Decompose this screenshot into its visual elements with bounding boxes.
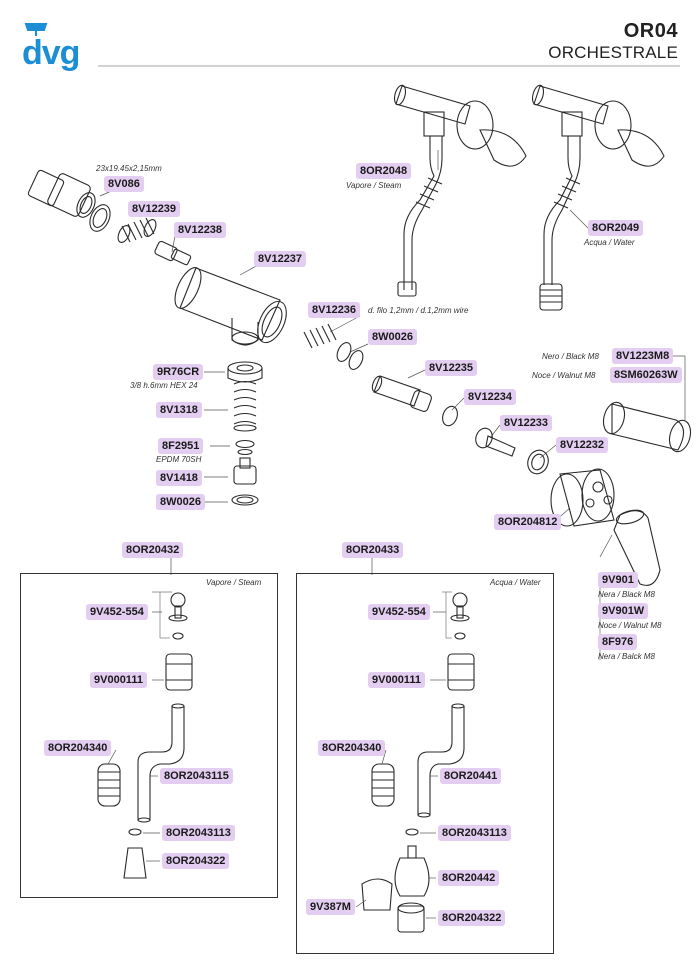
part-tag: 8W0026 — [368, 329, 417, 345]
part-tag: 9V000111 — [368, 672, 425, 688]
fitting-8V086 — [27, 169, 96, 218]
water-wand-assembly — [531, 84, 665, 311]
part-tag: 9V452-554 — [368, 604, 430, 620]
part-tag: 8OR2043115 — [160, 768, 233, 784]
part-tag: 8OR204812 — [494, 514, 562, 530]
part-note: d. filo 1,2mm / d.1,2mm wire — [368, 306, 469, 315]
part-tag: 8V12236 — [308, 302, 361, 318]
pin-8V12233 — [475, 427, 516, 457]
part-note: Noce / Walnut M8 — [532, 371, 596, 380]
part-note: Nera / Balck M8 — [598, 652, 655, 661]
valve-stem — [233, 457, 257, 485]
valve-pin — [154, 240, 192, 266]
part-tag: 9V901 — [598, 572, 638, 588]
kit-tag-water: 8OR20433 — [342, 542, 404, 558]
part-note: 23x19.45x2,15mm — [96, 164, 162, 173]
part-note: Vapore / Steam — [346, 181, 402, 190]
part-tag: 8V12235 — [425, 360, 478, 376]
part-tag: 8OR2049 — [588, 220, 644, 236]
part-note: EPDM 70SH — [156, 455, 202, 464]
part-tag: 8OR204340 — [44, 740, 112, 756]
part-tag: 8OR2048 — [356, 163, 412, 179]
part-tag: 8SM60263W — [610, 367, 682, 383]
part-tag: 8V12239 — [128, 201, 181, 217]
part-tag: 8V12232 — [556, 437, 609, 453]
kit-tag-steam: 8OR20432 — [122, 542, 184, 558]
kit-note: Vapore / Steam — [206, 578, 262, 587]
part-tag: 8V1418 — [156, 470, 202, 486]
lever-handle — [613, 509, 661, 586]
part-note: Nera / Black M8 — [598, 590, 655, 599]
part-tag: 9V387M — [306, 899, 355, 915]
part-tag: 9V901W — [598, 603, 649, 619]
part-tag: 8OR204322 — [162, 853, 230, 869]
steam-wand-assembly — [393, 84, 527, 297]
valve-body — [174, 267, 287, 346]
knob-hub — [550, 468, 615, 527]
part-tag: 8V086 — [104, 176, 144, 192]
spring-small — [117, 217, 157, 243]
part-tag: 8V1318 — [156, 402, 202, 418]
steam-kit-parts — [97, 591, 193, 879]
part-tag: 8OR20441 — [440, 768, 502, 784]
steam-kit-box — [20, 573, 278, 898]
part-tag: 8OR20442 — [438, 870, 500, 886]
part-tag: 8OR2043113 — [162, 825, 235, 841]
part-tag: 8OR2043113 — [438, 825, 511, 841]
part-note: Nero / Black M8 — [542, 352, 599, 361]
hex-nut — [227, 361, 263, 383]
kit-note: Acqua / Water — [490, 578, 541, 587]
part-tag: 8V12237 — [254, 251, 307, 267]
part-tag: 8F2951 — [158, 438, 204, 454]
logo-text: dvg — [22, 34, 80, 72]
model-code: OR04 — [623, 20, 678, 42]
part-note: Acqua / Water — [584, 238, 635, 247]
water-kit-box — [296, 573, 554, 954]
handle-cylinder — [602, 401, 692, 453]
part-tag: 9R76CR — [153, 364, 204, 380]
part-tag: 8W0026 — [156, 494, 205, 510]
part-tag: 8V12234 — [464, 389, 517, 405]
water-kit-parts — [361, 591, 475, 933]
part-tag: 8OR204322 — [438, 910, 506, 926]
part-tag: 8F976 — [598, 634, 638, 650]
stem-8V12235 — [371, 375, 432, 412]
part-tag: 8V12233 — [500, 415, 553, 431]
part-note: Noce / Walnut M8 — [598, 621, 662, 630]
part-tag: 9V452-554 — [86, 604, 148, 620]
spring-vertical — [233, 380, 257, 432]
part-note: 3/8 h.6mm HEX 24 — [130, 381, 198, 390]
part-tag: 8V12238 — [174, 222, 227, 238]
model-name: ORCHESTRALE — [548, 43, 678, 62]
spring-8V12236 — [303, 323, 337, 349]
part-tag: 8V1223M8 — [612, 348, 674, 364]
part-tag: 8OR204340 — [318, 740, 386, 756]
logo-mark — [24, 23, 48, 36]
part-tag: 9V000111 — [90, 672, 147, 688]
